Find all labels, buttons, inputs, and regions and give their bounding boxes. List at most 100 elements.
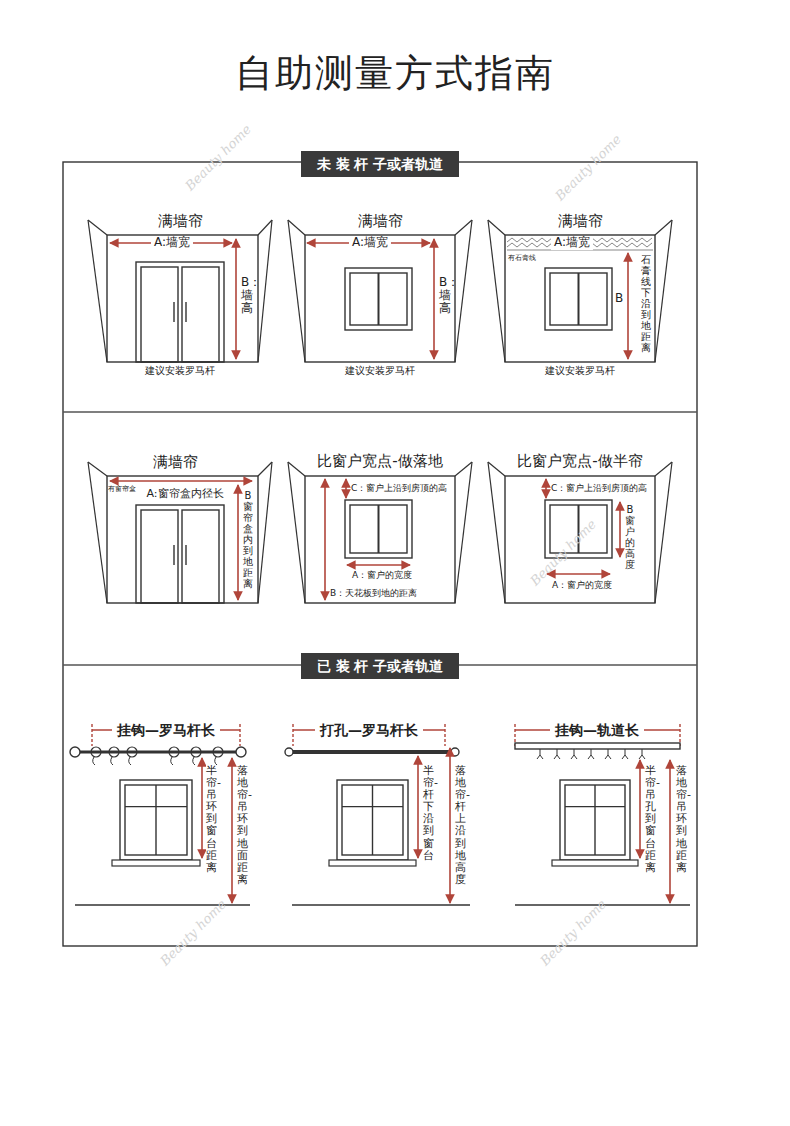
banner-text: 未 装 杆 子或者轨道 bbox=[317, 156, 444, 172]
wall-line bbox=[488, 462, 505, 603]
track-hook bbox=[622, 749, 628, 759]
panel-heading: 满墙帘 bbox=[150, 454, 201, 471]
door-handle bbox=[173, 545, 174, 565]
wall-line bbox=[88, 462, 107, 476]
rod-finial bbox=[70, 747, 80, 757]
dimension-arrow bbox=[347, 564, 410, 566]
curtain-ring bbox=[91, 747, 101, 757]
dimension-arrow bbox=[619, 502, 621, 557]
wall-line bbox=[455, 462, 472, 603]
watermark: Beauty home bbox=[157, 897, 229, 969]
wall-line bbox=[488, 220, 505, 362]
dimension-label: B：天花板到地的距离 bbox=[330, 588, 417, 598]
window-sash bbox=[125, 785, 187, 855]
vertical-label: B窗帘盒内到地距离 bbox=[243, 490, 253, 589]
dimension-arrow bbox=[547, 573, 610, 575]
track-hook bbox=[588, 749, 594, 759]
vertical-label: B窗户的高度 bbox=[625, 504, 635, 570]
vertical-label: 落地帘-吊环到地面距离 bbox=[237, 765, 248, 886]
wall-line bbox=[288, 220, 305, 235]
floor-line bbox=[292, 904, 470, 905]
wall-line bbox=[88, 462, 107, 603]
wall-line bbox=[258, 462, 272, 603]
dimension-label: A:窗帘盒内径长 bbox=[143, 488, 226, 501]
dimension-label: C：窗户上沿到房顶的高 bbox=[351, 483, 447, 493]
curtain-hook bbox=[171, 757, 173, 765]
watermark: Beauty home bbox=[182, 122, 254, 194]
window-frame bbox=[337, 780, 408, 860]
window-bar bbox=[378, 505, 380, 553]
measure-panel: 比窗户宽点-做落地C：窗户上沿到房顶的高A：窗户的宽度B：天花板到地的距离 bbox=[278, 415, 473, 663]
panel-heading: 比窗户宽点-做半帘 bbox=[514, 453, 645, 470]
wall-line bbox=[455, 220, 472, 235]
dimension-arrow bbox=[235, 239, 237, 359]
dimension-arrow bbox=[324, 479, 326, 600]
dimension-arrow bbox=[110, 480, 252, 482]
wall-line bbox=[88, 220, 107, 362]
dimension-arrow bbox=[449, 748, 451, 903]
measure-panel: 挂钩—轨道长半帘-吊孔到窗台距离落地帘-吊环到地距离 bbox=[480, 680, 690, 940]
curtain-ring bbox=[191, 747, 201, 757]
window-bar bbox=[578, 273, 580, 325]
window-bar bbox=[594, 785, 595, 855]
wall-line bbox=[258, 462, 272, 476]
back-wall bbox=[305, 235, 455, 362]
vertical-label: 半帘-吊环到窗台距离 bbox=[206, 765, 217, 874]
door-frame bbox=[136, 505, 224, 603]
dimension-label: 建议安装罗马杆 bbox=[142, 365, 218, 377]
window-frame bbox=[345, 500, 412, 558]
rod-finial bbox=[285, 748, 293, 756]
curtain-rod bbox=[292, 750, 452, 754]
wall-line bbox=[488, 462, 505, 476]
curtain-ring bbox=[109, 747, 119, 757]
dimension-label: A：窗户的宽度 bbox=[552, 580, 612, 590]
track-hook bbox=[571, 749, 577, 759]
dimension-label: A:墙宽 bbox=[551, 236, 593, 250]
dimension-label: B bbox=[615, 292, 623, 306]
watermark: Beauty home bbox=[537, 897, 609, 969]
dimension-label: 建议安装罗马杆 bbox=[542, 365, 618, 377]
window-frame bbox=[120, 780, 192, 860]
curtain-ring bbox=[127, 747, 137, 757]
rod-finial bbox=[236, 747, 246, 757]
dimension-label: A:墙宽 bbox=[151, 236, 193, 250]
dimension-label: C：窗户上沿到房顶的高 bbox=[551, 483, 647, 493]
back-wall bbox=[107, 476, 258, 603]
window-frame bbox=[545, 268, 612, 330]
window-sill bbox=[552, 860, 638, 866]
panel-heading: 挂钩—轨道长 bbox=[550, 722, 644, 738]
vertical-label: 落地帘-杆上沿到地高度 bbox=[455, 765, 466, 886]
door-handle bbox=[173, 302, 174, 322]
back-wall bbox=[505, 476, 655, 603]
window-sill bbox=[112, 860, 200, 866]
dimension-arrow bbox=[545, 479, 547, 498]
door-handle bbox=[185, 545, 186, 565]
wall-line bbox=[288, 220, 305, 362]
wall-line bbox=[258, 220, 272, 362]
panel-heading: 比窗户宽点-做落地 bbox=[314, 453, 445, 470]
door-leaf bbox=[182, 510, 219, 603]
window-bar bbox=[378, 273, 380, 325]
curtain-track bbox=[515, 743, 680, 749]
measure-panel: 打孔—罗马杆长半帘-杆下沿到窗台落地帘-杆上沿到地高度 bbox=[280, 680, 475, 940]
curtain-hook bbox=[129, 757, 131, 765]
track-hook bbox=[639, 749, 645, 759]
panel-heading: 满墙帘 bbox=[555, 213, 606, 230]
curtain-hook bbox=[93, 757, 95, 765]
outer-frame bbox=[63, 162, 697, 946]
row-divider bbox=[63, 411, 697, 412]
window-sash bbox=[350, 505, 407, 553]
door-leaf bbox=[141, 267, 178, 362]
window-sill bbox=[329, 860, 416, 866]
length-bracket bbox=[292, 724, 293, 746]
dimension-arrow bbox=[231, 758, 233, 903]
door-frame bbox=[136, 262, 224, 362]
vertical-label: B：墙高 bbox=[241, 276, 253, 316]
curtain-hook bbox=[111, 757, 113, 765]
length-bracket bbox=[444, 724, 445, 746]
measure-panel: 满墙帘A:墙宽有石膏线石膏线下沿到地距离B建议安装罗马杆 bbox=[480, 185, 690, 410]
wall-line bbox=[288, 462, 305, 603]
wall-line bbox=[655, 462, 672, 603]
track-hook bbox=[605, 749, 611, 759]
dimension-arrow bbox=[627, 253, 629, 359]
